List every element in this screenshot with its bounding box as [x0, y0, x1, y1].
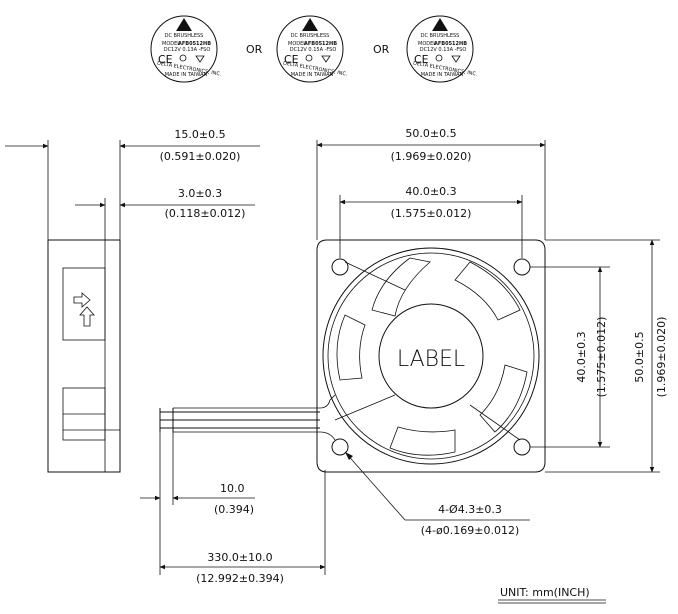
- brand-line: DC BRUSHLESS: [421, 33, 460, 39]
- ul-mark-icon: [435, 54, 443, 62]
- model-line: AFB0512HB: [304, 41, 337, 47]
- delta-logo-icon: [302, 18, 318, 31]
- model-prefix: MODEL: [418, 41, 436, 47]
- dim-lead-length-inch: (12.992±0.394): [196, 572, 284, 585]
- ce-mark: CE: [284, 53, 299, 66]
- front-view: LABEL: [316, 239, 546, 473]
- model-prefix: MODEL: [288, 41, 306, 47]
- label-variant-3: DC BRUSHLESS MODEL AFB0512HB DC12V 0.13A…: [406, 15, 478, 83]
- tuv-mark-icon: [451, 55, 461, 63]
- dim-hole-diameter-inch: (4-ø0.169±0.012): [421, 524, 519, 537]
- fan-blade: [336, 314, 366, 381]
- dim-side-width-inch: (0.591±0.020): [160, 150, 241, 163]
- origin-line: MADE IN TAIWAN: [165, 72, 208, 78]
- lead-wires: [159, 394, 336, 441]
- ce-mark: CE: [414, 53, 429, 66]
- ul-mark-icon: [179, 54, 187, 62]
- dim-hole-pitch-v: 40.0±0.3: [575, 331, 588, 382]
- tuv-mark-icon: [321, 55, 331, 63]
- brand-line: DC BRUSHLESS: [291, 33, 330, 39]
- brand-line: DC BRUSHLESS: [165, 33, 204, 39]
- origin-line: MADE IN TAIWAN: [421, 72, 464, 78]
- ce-mark: CE: [158, 53, 173, 66]
- spec-line: DC12V 0.13A -FSO: [420, 47, 467, 53]
- dim-overall-width-inch: (1.969±0.020): [391, 150, 472, 163]
- spec-line: DC12V 0.15A -FSO: [290, 47, 337, 53]
- fan-hub: [378, 303, 484, 409]
- model-line: AFB0512HB: [434, 41, 467, 47]
- or-separator-1: OR: [246, 43, 263, 56]
- dim-strip: 10.0: [220, 482, 245, 495]
- unit-note: UNIT: mm(INCH): [500, 586, 590, 599]
- airflow-arrow-icon: [73, 292, 91, 308]
- spec-line: DC12V 0.13A -FSO: [164, 47, 211, 53]
- rotation-arrow-icon: [79, 306, 95, 327]
- model-prefix: MODEL: [162, 41, 180, 47]
- dim-flange: 3.0±0.3: [178, 187, 222, 200]
- dim-lead-length: 330.0±10.0: [207, 551, 272, 564]
- or-separator-2: OR: [373, 43, 390, 56]
- fan-frame: [316, 239, 546, 473]
- dim-hole-pitch-h: 40.0±0.3: [405, 185, 456, 198]
- origin-line: MADE IN TAIWAN: [291, 72, 334, 78]
- mounting-hole: [331, 258, 349, 276]
- hub-label: LABEL: [397, 347, 465, 372]
- dim-overall-height-inch: (1.969±0.020): [655, 317, 668, 398]
- dim-overall-height: 50.0±0.5: [633, 331, 646, 382]
- mounting-hole: [331, 438, 349, 456]
- dim-overall-width: 50.0±0.5: [405, 127, 456, 140]
- dim-hole-diameter: 4-Ø4.3±0.3: [438, 503, 502, 516]
- side-view: [47, 140, 121, 473]
- fan-blade: [389, 426, 456, 456]
- ul-mark-icon: [305, 54, 313, 62]
- fan-blade: [371, 257, 431, 317]
- dim-strip-inch: (0.394): [214, 503, 254, 516]
- dim-side-width: 15.0±0.5: [174, 128, 225, 141]
- dim-flange-inch: (0.118±0.012): [165, 207, 246, 220]
- fan-side-body: [47, 239, 121, 473]
- model-line: AFB0512HB: [178, 41, 211, 47]
- label-variant-1: DC BRUSHLESS MODEL AFB0512HB DC12V 0.13A…: [150, 15, 222, 83]
- tuv-mark-icon: [195, 55, 205, 63]
- dim-hole-pitch-h-inch: (1.575±0.012): [391, 207, 472, 220]
- fan-blade: [479, 364, 528, 433]
- mounting-hole: [513, 258, 531, 276]
- delta-logo-icon: [176, 18, 192, 31]
- label-variant-2: DC BRUSHLESS MODEL AFB0512HB DC12V 0.15A…: [276, 15, 348, 83]
- fan-shroud: [322, 247, 540, 465]
- fan-blade: [454, 261, 521, 321]
- dim-hole-pitch-v-inch: (1.575±0.012): [595, 317, 608, 398]
- airflow-window: [62, 267, 106, 341]
- delta-logo-icon: [432, 18, 448, 31]
- mounting-hole: [513, 438, 531, 456]
